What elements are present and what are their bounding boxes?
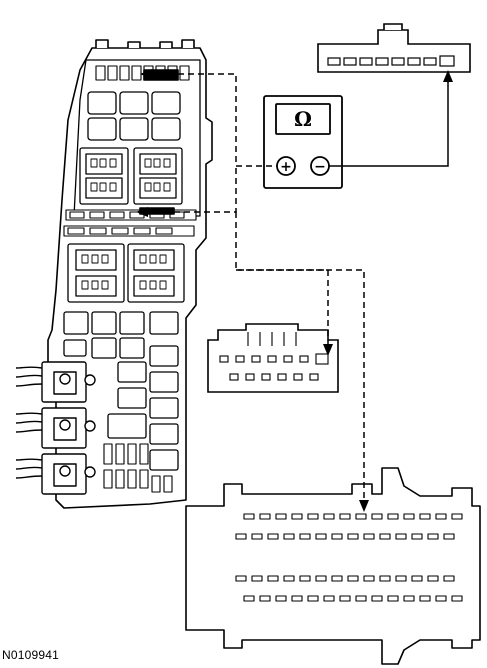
lead-meter-negative	[329, 78, 449, 167]
test-leads	[174, 73, 449, 500]
ohm-symbol: Ω	[294, 107, 312, 131]
lead-large-connector	[236, 269, 365, 500]
probe-arrow-icon	[136, 69, 453, 512]
figure-id: N0109941	[2, 648, 59, 662]
negative-terminal-icon: −	[314, 159, 326, 175]
ohmmeter-icon	[263, 95, 343, 189]
connector-large	[185, 467, 481, 665]
fuse-relay-box	[15, 39, 213, 509]
positive-terminal-icon: +	[280, 159, 292, 175]
connector-middle	[207, 323, 339, 393]
lead-fusebox-top	[178, 73, 277, 167]
connector-top	[317, 23, 471, 73]
